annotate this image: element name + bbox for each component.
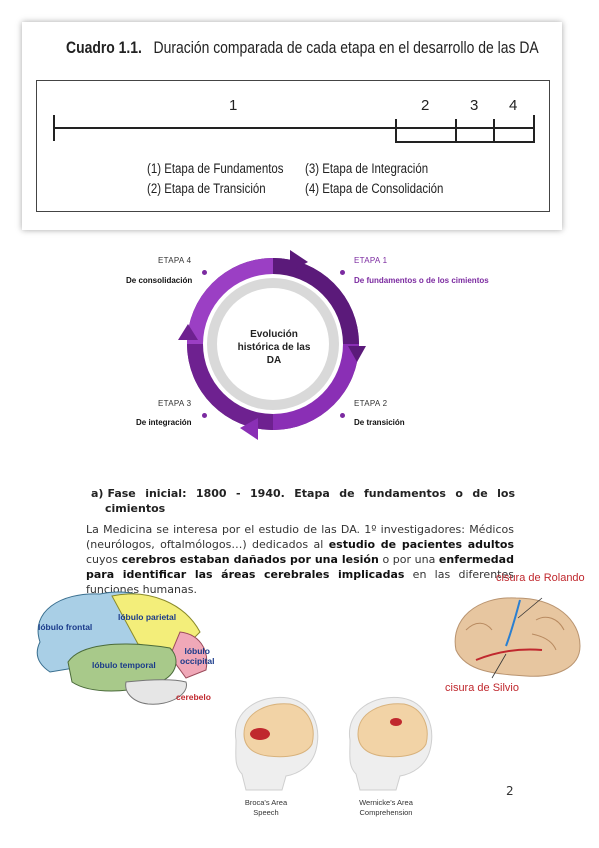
- cycle-center: [217, 288, 329, 400]
- cycle-center-line-1: Evolución: [250, 329, 298, 340]
- stage-4-label: ETAPA 4: [158, 256, 192, 265]
- heading-prefix: a): [91, 487, 104, 500]
- rolando-pointer: [517, 597, 543, 619]
- broca-area-highlight: [250, 728, 270, 740]
- temporal-lobe: [67, 643, 177, 692]
- legend-item-4: (4) Etapa de Consolidación: [305, 181, 444, 196]
- timeline-tick-4: [493, 119, 495, 141]
- wernicke-skull-illustration: [349, 696, 433, 791]
- wernicke-caption-2: Comprehension: [359, 808, 413, 817]
- stage-3-desc: De integración: [136, 418, 192, 427]
- broca-caption: Broca's Area Speech: [226, 798, 306, 818]
- figure-label: Cuadro 1.1.: [66, 38, 142, 57]
- occipital-lobe: [169, 631, 208, 679]
- stage-3-label: ETAPA 3: [158, 399, 192, 408]
- figure-caption: Duración comparada de cada etapa en el d…: [153, 38, 539, 57]
- wernicke-caption: Wernicke's Area Comprehension: [344, 798, 428, 818]
- label-temporal: lóbulo temporal: [92, 660, 156, 670]
- arrow-head-2: [348, 346, 366, 362]
- section-heading: a)Fase inicial: 1800 - 1940. Etapa de fu…: [91, 486, 515, 516]
- stage-2-label: ETAPA 2: [354, 399, 388, 408]
- para-text-3: o por una: [378, 553, 439, 566]
- stage-1-dot: [340, 270, 345, 275]
- timeline-box: 1 2 3 4 (1) Etapa de Fundamentos (2) Eta…: [36, 80, 550, 212]
- segment-label-1: 1: [229, 97, 238, 114]
- brain-gyri: [465, 616, 565, 651]
- timeline-tick-2: [395, 119, 397, 141]
- timeline-tick-3: [455, 119, 457, 141]
- stage-4-dot: [202, 270, 207, 275]
- label-cerebelo: cerebelo: [176, 692, 211, 702]
- timeline-tick-end: [533, 115, 535, 141]
- legend-item-2: (2) Etapa de Transición: [147, 181, 266, 196]
- para-bold-2: cerebros estaban dañados por una lesión: [121, 553, 379, 566]
- stage-1-label: ETAPA 1: [354, 256, 388, 265]
- cycle-center-line-2: histórica de las: [237, 342, 311, 353]
- evolution-cycle-diagram: [178, 250, 366, 440]
- timeline-bracket: [395, 141, 535, 143]
- arrow-head-3: [240, 418, 258, 440]
- para-text-2: cuyos: [86, 553, 122, 566]
- stage-3-dot: [202, 413, 207, 418]
- label-frontal: lóbulo frontal: [38, 622, 93, 632]
- heading-text: Fase inicial: 1800 - 1940. Etapa de fund…: [105, 487, 515, 515]
- stage-1-desc: De fundamentos o de los cimientos: [354, 276, 489, 285]
- rolando-line: [505, 599, 521, 647]
- label-occipital-2: occipital: [180, 656, 215, 666]
- wernicke-caption-1: Wernicke's Area: [359, 798, 413, 807]
- segment-label-3: 3: [470, 97, 479, 114]
- figure-title: Cuadro 1.1. Duración comparada de cada e…: [66, 38, 539, 58]
- page-number: 2: [506, 784, 514, 798]
- stage-2-desc: De transición: [354, 418, 405, 427]
- timeline-line: [53, 127, 533, 129]
- cerebellum: [125, 679, 187, 705]
- segment-label-2: 2: [421, 97, 430, 114]
- broca-skull-illustration: [235, 696, 319, 791]
- label-rolando: cisura de Rolando: [496, 572, 585, 584]
- para-bold-3: enfermedad para identificar las áreas ce…: [86, 553, 514, 581]
- wernicke-area-highlight: [390, 718, 402, 726]
- brain-shape-1: [243, 703, 314, 758]
- para-bold-1: estudio de pacientes adultos: [328, 538, 515, 551]
- silvio-pointer: [491, 653, 507, 679]
- brain-lobes-illustration: [36, 591, 208, 705]
- brain-shape-2: [357, 703, 428, 758]
- legend-item-3: (3) Etapa de Integración: [305, 161, 429, 176]
- label-occipital-1: lóbulo: [184, 646, 210, 656]
- label-occipital: lóbulo occipital: [180, 646, 214, 666]
- arrow-head-4: [178, 324, 198, 340]
- section-paragraph: La Medicina se interesa por el estudio d…: [86, 522, 514, 597]
- stage-2-dot: [340, 413, 345, 418]
- label-parietal: lóbulo parietal: [118, 612, 177, 622]
- stage-4-desc: De consolidación: [126, 276, 193, 285]
- label-silvio: cisura de Silvio: [445, 682, 519, 694]
- segment-label-4: 4: [509, 97, 518, 114]
- para-text-1: La Medicina se interesa por el estudio d…: [86, 523, 514, 551]
- cycle-center-line-3: DA: [266, 355, 282, 366]
- comparison-table-figure: Cuadro 1.1. Duración comparada de cada e…: [22, 22, 562, 230]
- legend-item-1: (1) Etapa de Fundamentos: [147, 161, 284, 176]
- arrow-head-1: [290, 250, 308, 272]
- timeline-tick-start: [53, 115, 55, 141]
- brain-fissures-illustration: [454, 597, 581, 679]
- silvio-line: [475, 648, 543, 661]
- cycle-center-text: Evolución histórica de las DA: [226, 328, 322, 367]
- broca-caption-1: Broca's Area: [244, 798, 288, 807]
- broca-caption-2: Speech: [253, 808, 279, 817]
